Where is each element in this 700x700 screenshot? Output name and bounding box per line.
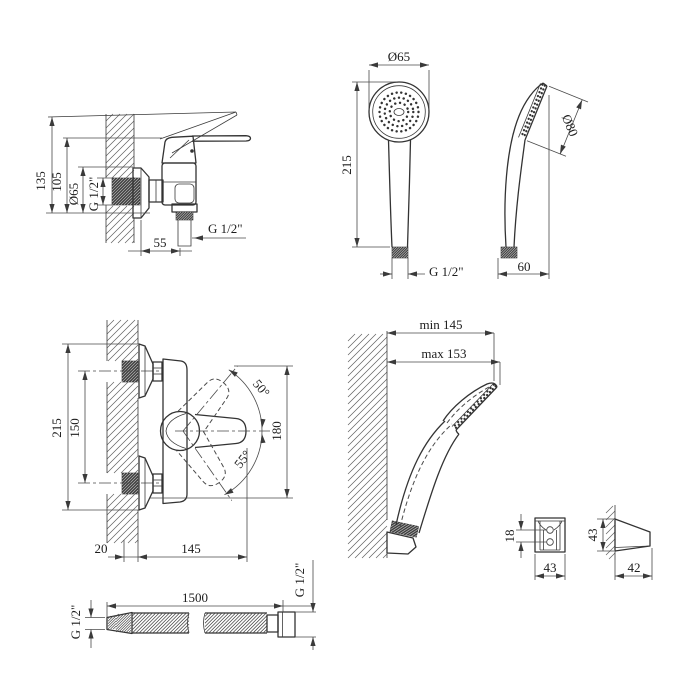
dim-label-18: 18	[502, 530, 517, 543]
dim-label-max153: max 153	[421, 346, 466, 361]
mixer-body-side	[161, 162, 197, 206]
dim-label-d65: Ø65	[66, 183, 81, 205]
view-mixer-front: 215 150 50° 55° 180 20 145	[49, 320, 293, 562]
view-shower-on-holder: min 145 max 153	[386, 317, 501, 558]
dimension-arrowheads	[49, 62, 652, 646]
dim-label-20: 20	[95, 541, 108, 556]
view-handshower-side: Ø80 60	[497, 82, 589, 279]
dim-label-150: 150	[67, 418, 82, 438]
mixer-body-front	[162, 358, 188, 505]
dim-label-60: 60	[518, 259, 531, 274]
dim-label-42: 42	[628, 560, 641, 575]
dim-label-g12-hose-left: G 1/2"	[68, 605, 83, 640]
shower-side-back-edge	[504, 82, 544, 248]
view-bracket-front: 18 43	[502, 514, 566, 580]
holder-cup	[386, 531, 417, 555]
shower-handle-left	[387, 139, 393, 248]
handle-thread-side	[500, 246, 518, 259]
dim-label-1500: 1500	[182, 590, 208, 605]
dim-label-215: 215	[339, 155, 354, 175]
holder-shower-head	[442, 382, 498, 422]
dim-label-105: 105	[49, 172, 64, 192]
dim-label-g12-wall: G 1/2"	[86, 177, 101, 212]
dim-label-55: 55	[154, 235, 167, 250]
view-bracket-side: 43 42	[585, 505, 653, 580]
dim-label-min145: min 145	[420, 317, 463, 332]
dim-label-43h: 43	[585, 529, 600, 542]
dim-label-43w: 43	[544, 560, 557, 575]
lever-swung-up	[177, 378, 230, 433]
shower-side-front-edge	[513, 139, 526, 248]
mixer-lever	[191, 135, 252, 142]
bracket-hole-top	[546, 526, 554, 534]
dim-label-d80: Ø80	[559, 112, 582, 138]
dim-label-head-d65: Ø65	[388, 49, 410, 64]
view-mixer-side: 135 105 Ø65 G 1/2" 55 G 1/2"	[33, 111, 252, 256]
mixer-hub	[161, 135, 197, 164]
dim-label-g12-handle: G 1/2"	[429, 264, 464, 279]
dim-label-g12-hose-right: G 1/2"	[292, 563, 307, 598]
dim-label-fv-215: 215	[49, 418, 64, 438]
hose-ferrule	[266, 614, 279, 633]
bracket-front-outline	[534, 517, 566, 553]
hose-nut	[277, 611, 296, 638]
view-handshower-front: Ø65 215 G 1/2"	[339, 49, 464, 279]
dim-label-145: 145	[181, 541, 201, 556]
holder-shower-back-edge	[395, 420, 446, 526]
spray-face-outer	[524, 85, 548, 141]
lever-swung-down	[175, 431, 226, 487]
bracket-hole-bottom	[546, 538, 554, 546]
spray-nozzles-ring-outer	[378, 91, 420, 133]
dim-label-180: 180	[269, 421, 284, 441]
swing-arc	[224, 369, 263, 496]
handle-thread	[391, 246, 409, 259]
dim-label-g12-outlet: G 1/2"	[208, 221, 243, 236]
hose-corrugation	[131, 612, 268, 634]
dim-label-135: 135	[33, 171, 48, 191]
dim-label-55deg: 55°	[231, 447, 254, 471]
wall-hatching	[105, 113, 616, 560]
lever-raised-top-line	[47, 111, 237, 118]
shower-head-front	[368, 81, 430, 143]
